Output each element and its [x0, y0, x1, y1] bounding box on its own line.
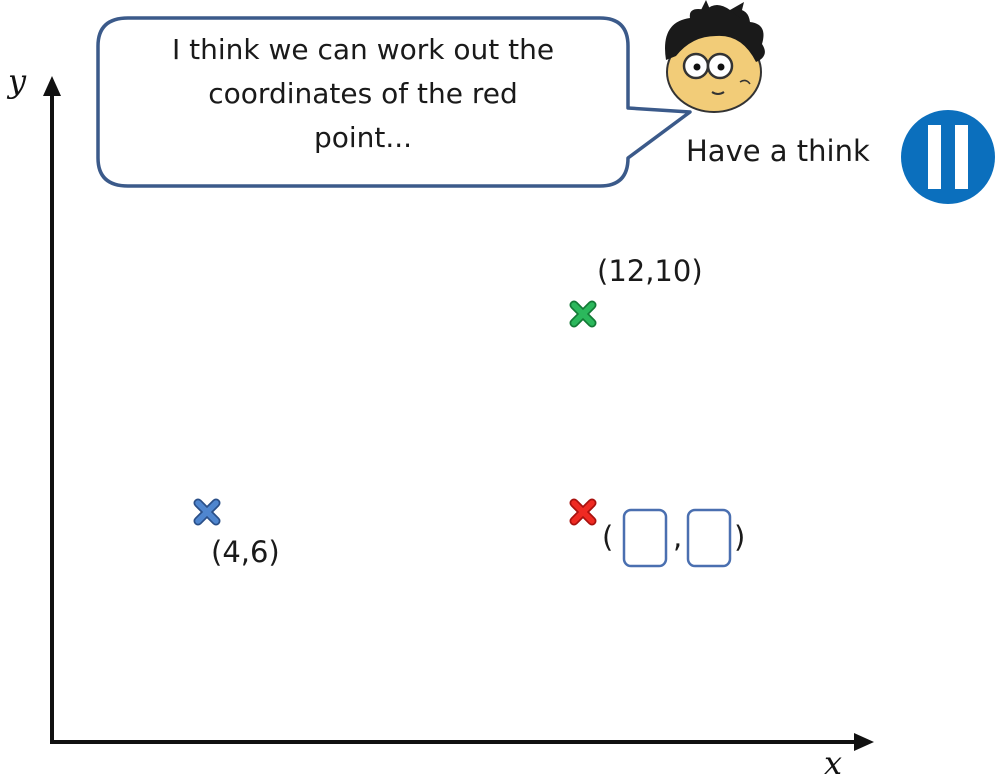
- speech-line-1: I think we can work out the: [171, 33, 555, 66]
- pause-icon: [901, 110, 995, 204]
- speech-line-3: point...: [313, 121, 413, 154]
- speech-line-2: coordinates of the red: [208, 77, 518, 110]
- x-axis-label: x: [824, 744, 842, 776]
- have-a-think-label: Have a think: [686, 134, 870, 168]
- point-label-green: (12,10): [597, 254, 703, 288]
- speech-bubble-text: I think we can work out the coordinates …: [118, 28, 608, 160]
- point-label-red-open: (: [602, 520, 614, 554]
- point-marker-blue: [193, 498, 221, 526]
- answer-box-x[interactable]: [622, 508, 668, 568]
- point-label-red-close: ): [734, 520, 746, 554]
- point-marker-green: [569, 300, 597, 328]
- point-marker-red: [569, 498, 597, 526]
- y-axis-label: y: [6, 62, 27, 100]
- point-label-blue: (4,6): [211, 535, 280, 569]
- point-label-red-separator: ,: [673, 520, 683, 554]
- x-axis-arrowhead: [854, 733, 874, 751]
- speech-bubble: [96, 16, 692, 188]
- answer-box-y[interactable]: [686, 508, 732, 568]
- y-axis-arrowhead: [43, 76, 61, 96]
- character-avatar: [665, 0, 765, 113]
